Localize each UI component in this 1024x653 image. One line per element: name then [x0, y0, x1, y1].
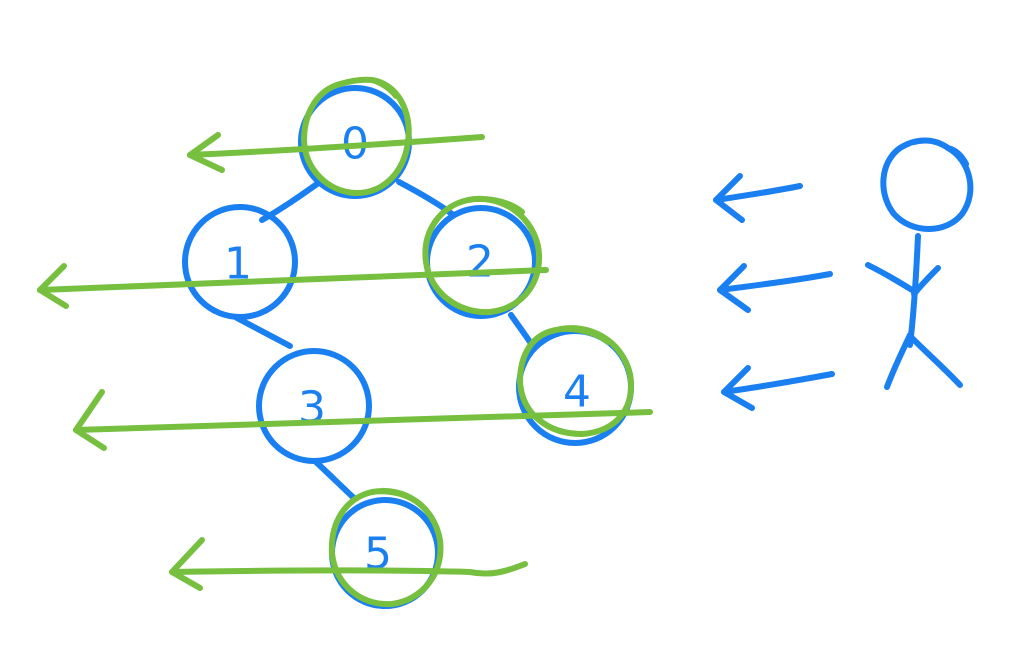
tree-nodes: 0 1 2 3 4 5 [182, 85, 634, 609]
stick-figure-right-arm [911, 265, 941, 297]
edge-1-3 [234, 315, 293, 349]
edge-3-5 [313, 459, 358, 502]
left-arrow-icon [721, 365, 835, 411]
node-label-4: 4 [563, 367, 591, 418]
view-direction-arrows [713, 173, 835, 411]
tree-node-3: 3 [256, 348, 372, 464]
stick-figure-left-arm [865, 262, 915, 293]
level-arrow-1 [37, 263, 549, 309]
node-label-2: 2 [466, 237, 494, 288]
level-arrow-2 [73, 389, 653, 451]
edge-2-4 [508, 312, 533, 345]
highlight-node-4 [517, 325, 635, 437]
level-scan-arrows [37, 132, 653, 591]
highlight-node-2 [422, 195, 542, 316]
tree-node-1: 1 [182, 204, 298, 320]
highlight-node-5 [328, 488, 444, 608]
level-arrow-3 [169, 537, 528, 591]
stick-figure-head [880, 137, 974, 232]
left-arrow-icon [717, 263, 833, 313]
level-arrow-0 [187, 132, 485, 173]
stick-figure-right-leg [909, 335, 963, 388]
stick-figure-icon [865, 137, 974, 390]
stick-figure-left-leg [884, 332, 913, 390]
left-arrow-icon [713, 173, 803, 223]
